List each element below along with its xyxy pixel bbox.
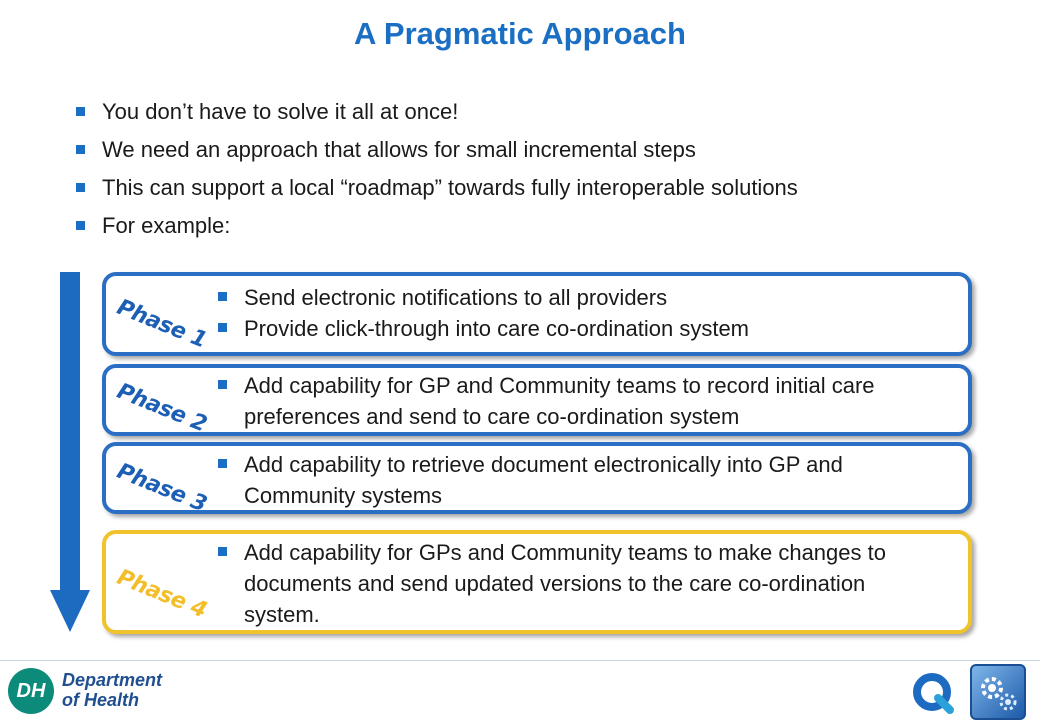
phase-3-label: Phase 3 bbox=[113, 458, 210, 518]
down-arrow-shaft bbox=[60, 272, 80, 592]
phase-1-box: Phase 1 Send electronic notifications to… bbox=[102, 272, 972, 356]
phase-item: Add capability for GPs and Community tea… bbox=[218, 537, 918, 630]
bullet-item: We need an approach that allows for smal… bbox=[76, 131, 798, 169]
bullet-item: For example: bbox=[76, 207, 798, 245]
slide-title: A Pragmatic Approach bbox=[354, 16, 686, 51]
q-logo-icon bbox=[913, 673, 954, 714]
phase-2-label: Phase 2 bbox=[113, 378, 210, 438]
footer-divider bbox=[0, 660, 1040, 661]
phase-3-items: Add capability to retrieve document elec… bbox=[218, 449, 918, 511]
phase-item: Provide click-through into care co-ordin… bbox=[218, 313, 749, 344]
phase-item: Send electronic notifications to all pro… bbox=[218, 282, 749, 313]
gears-icon bbox=[970, 664, 1026, 720]
phase-2-items: Add capability for GP and Community team… bbox=[218, 370, 948, 432]
department-of-health-logo: DH Department of Health bbox=[8, 668, 168, 714]
bullet-item: You don’t have to solve it all at once! bbox=[76, 93, 798, 131]
phase-item: Add capability to retrieve document elec… bbox=[218, 449, 918, 511]
dh-badge: DH bbox=[8, 668, 54, 714]
phase-3-box: Phase 3 Add capability to retrieve docum… bbox=[102, 442, 972, 518]
phase-1-label: Phase 1 bbox=[113, 294, 210, 354]
bullet-item: This can support a local “roadmap” towar… bbox=[76, 169, 798, 207]
phase-4-label: Phase 4 bbox=[113, 564, 210, 624]
phase-2-box: Phase 2 Add capability for GP and Commun… bbox=[102, 364, 972, 438]
down-arrow-icon bbox=[50, 590, 90, 632]
phase-4-box: Phase 4 Add capability for GPs and Commu… bbox=[102, 530, 972, 634]
intro-bullet-list: You don’t have to solve it all at once! … bbox=[76, 93, 798, 245]
logo-line-1: Department bbox=[62, 670, 163, 690]
logo-line-2: of Health bbox=[62, 690, 140, 710]
phase-4-items: Add capability for GPs and Community tea… bbox=[218, 537, 918, 630]
logo-wordmark: Department of Health bbox=[62, 670, 162, 710]
phase-item: Add capability for GP and Community team… bbox=[218, 370, 948, 432]
phase-1-items: Send electronic notifications to all pro… bbox=[218, 282, 749, 344]
